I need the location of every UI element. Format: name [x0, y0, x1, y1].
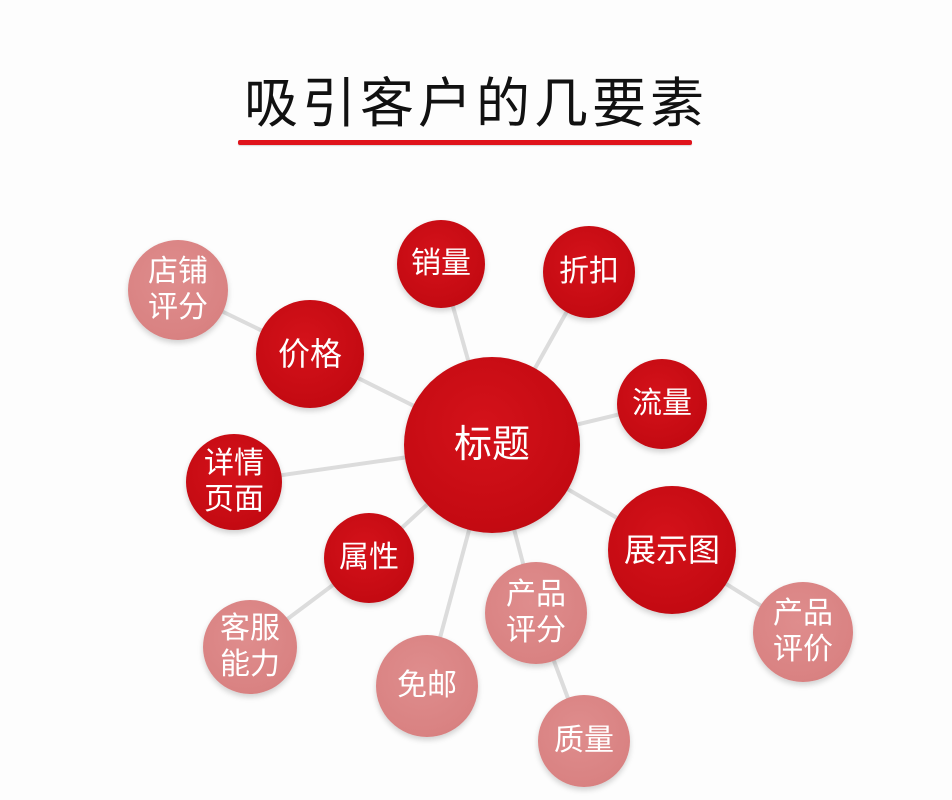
- node-discount: 折扣: [543, 226, 635, 318]
- node-label: 免邮: [397, 668, 457, 703]
- node-product-review: 产品 评价: [753, 582, 853, 682]
- node-label: 质量: [554, 723, 614, 758]
- node-sales: 销量: [397, 220, 485, 308]
- node-label: 详情 页面: [204, 446, 264, 517]
- node-attributes: 属性: [324, 513, 414, 603]
- node-label: 销量: [411, 246, 471, 281]
- node-product-rating: 产品 评分: [485, 562, 587, 664]
- node-label: 产品 评分: [506, 577, 566, 648]
- node-store-rating: 店铺 评分: [128, 240, 228, 340]
- diagram-title: 吸引客户的几要素: [244, 72, 708, 135]
- node-title: 标题: [404, 357, 580, 533]
- node-label: 展示图: [623, 530, 720, 569]
- node-label: 店铺 评分: [148, 254, 208, 325]
- node-detail-page: 详情 页面: [186, 434, 282, 530]
- node-label: 流量: [632, 386, 692, 421]
- node-label: 属性: [339, 540, 399, 575]
- node-label: 产品 评价: [773, 596, 833, 667]
- node-label: 折扣: [559, 254, 619, 289]
- node-display-image: 展示图: [608, 486, 736, 614]
- node-free-shipping: 免邮: [376, 635, 478, 737]
- node-traffic: 流量: [617, 359, 707, 449]
- node-service-ability: 客服 能力: [203, 600, 297, 694]
- node-label: 价格: [277, 334, 342, 373]
- node-quality: 质量: [538, 695, 630, 787]
- node-label: 客服 能力: [220, 611, 280, 682]
- title-underline: [238, 140, 692, 145]
- node-label: 标题: [453, 422, 530, 467]
- node-price: 价格: [256, 300, 364, 408]
